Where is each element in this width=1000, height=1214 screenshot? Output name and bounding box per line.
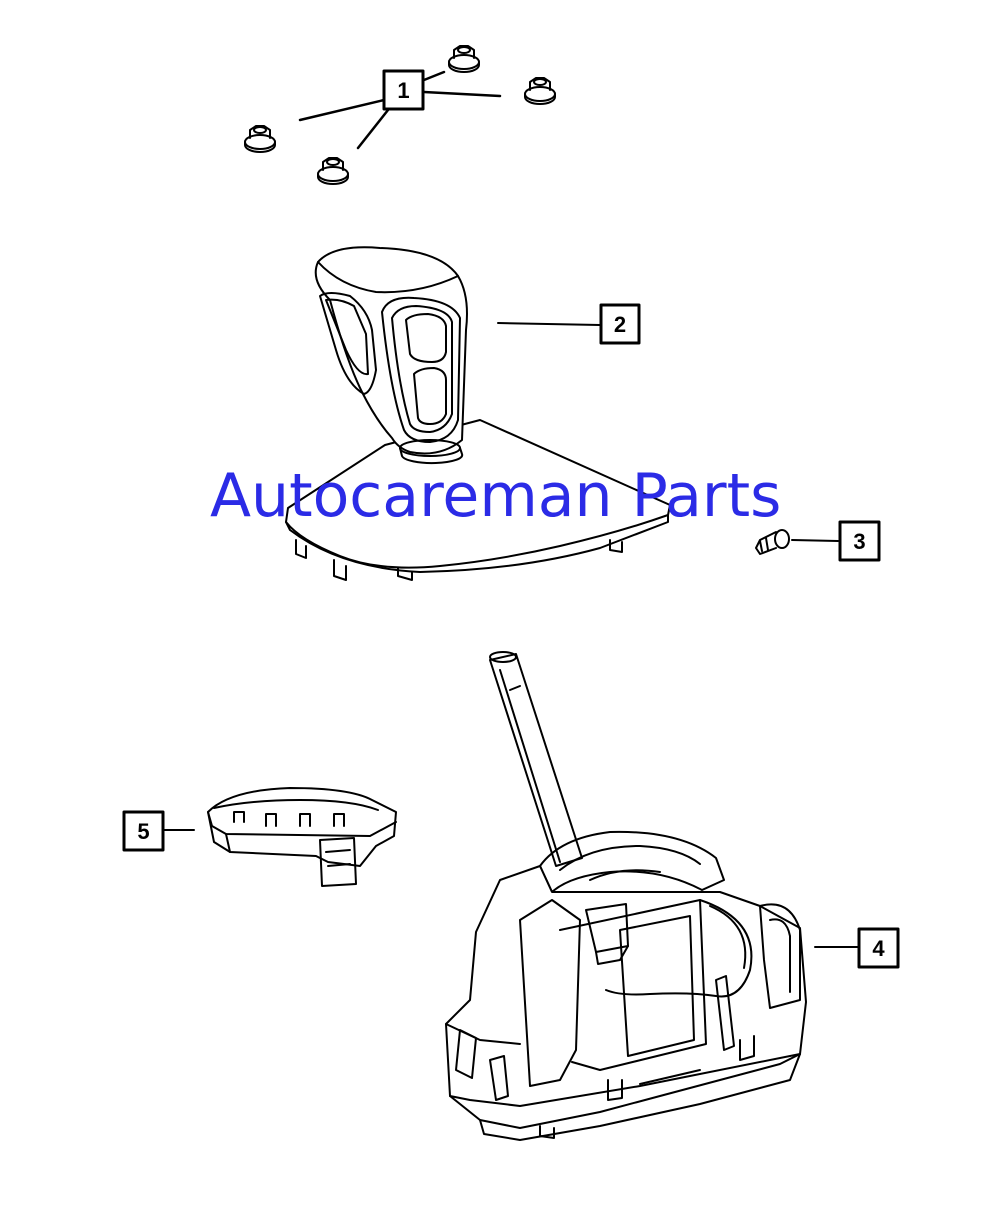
svg-text:2: 2 [614, 312, 626, 337]
callout-2[interactable]: 2 [599, 303, 641, 345]
callout-1[interactable]: 1 [382, 69, 425, 111]
svg-text:1: 1 [397, 78, 409, 103]
callout-3[interactable]: 3 [838, 520, 881, 562]
shift-knob-icon [285, 246, 671, 581]
shifter-assembly-icon [445, 651, 807, 1141]
svg-text:3: 3 [853, 529, 865, 554]
callout-2-leader [497, 322, 601, 326]
switch-module-icon [207, 787, 397, 887]
flange-nut-icon [244, 45, 556, 185]
svg-text:5: 5 [137, 819, 149, 844]
svg-text:4: 4 [872, 936, 885, 961]
screw-icon [755, 529, 790, 555]
watermark-text: Autocareman Parts [210, 461, 782, 531]
callout-4[interactable]: 4 [857, 927, 900, 969]
callout-1-leaders [298, 70, 502, 150]
callout-3-leader [791, 539, 839, 542]
callout-5[interactable]: 5 [122, 810, 165, 852]
